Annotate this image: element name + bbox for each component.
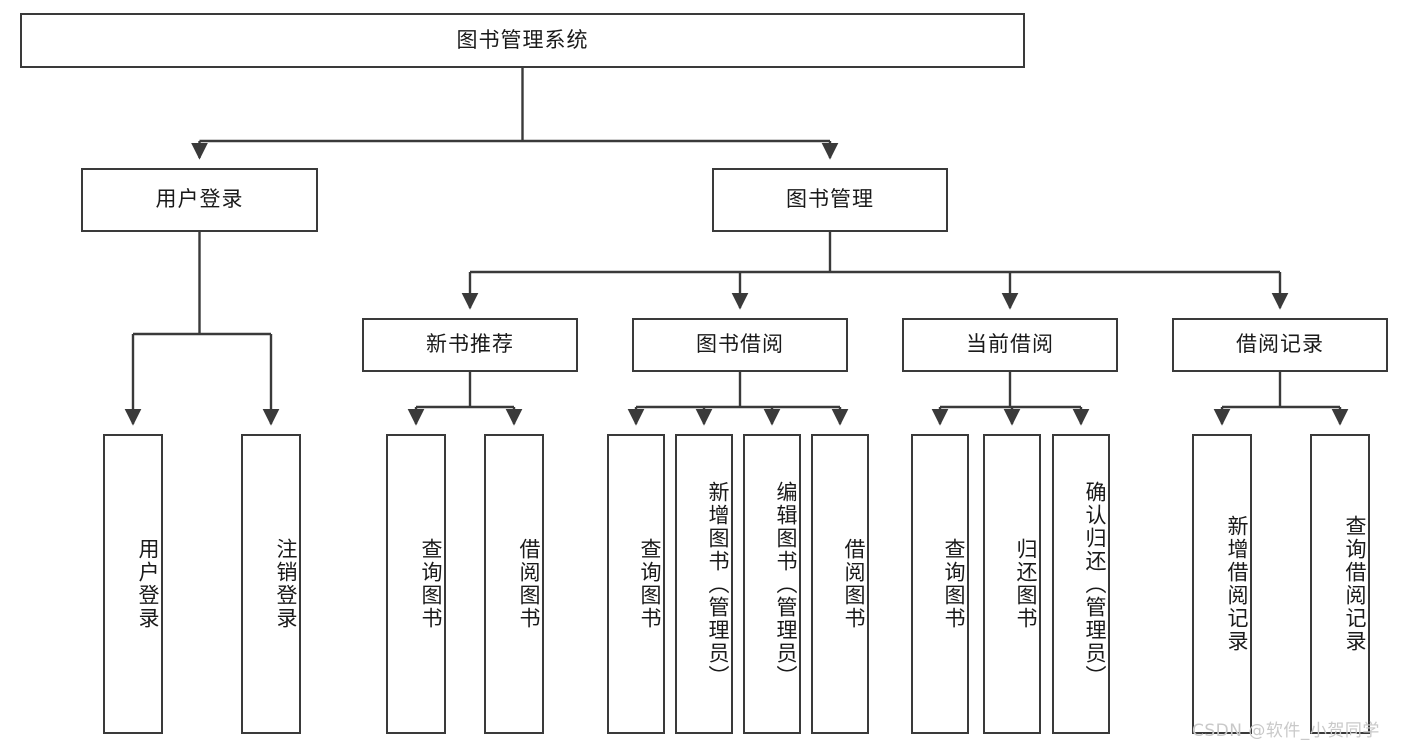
node-book-borrow[interactable]: 图书借阅 [632, 318, 848, 372]
node-current-borrow[interactable]: 当前借阅 [902, 318, 1118, 372]
node-leaf-label: 注销登录 [274, 538, 298, 630]
node-leaf-borrow-book-bw[interactable]: 借阅图书 [811, 434, 869, 734]
node-user-login[interactable]: 用户登录 [81, 168, 318, 232]
node-leaf-label: 借阅图书 [517, 538, 541, 630]
node-leaf-label: 查询图书 [638, 538, 662, 630]
node-leaf-label: 编辑图书（管理员） [774, 480, 798, 688]
node-leaf-label: 查询借阅记录 [1343, 515, 1367, 653]
node-new-book-recommend-label: 新书推荐 [426, 332, 514, 357]
node-leaf-query-book-bw[interactable]: 查询图书 [607, 434, 665, 734]
node-leaf-user-login[interactable]: 用户登录 [103, 434, 163, 734]
node-leaf-confirm-return-admin[interactable]: 确认归还（管理员） [1052, 434, 1110, 734]
node-leaf-label: 查询图书 [942, 538, 966, 630]
node-leaf-label: 新增图书（管理员） [706, 480, 730, 688]
node-new-book-recommend[interactable]: 新书推荐 [362, 318, 578, 372]
node-leaf-query-book-cb[interactable]: 查询图书 [911, 434, 969, 734]
node-leaf-label: 查询图书 [419, 538, 443, 630]
csdn-watermark: CSDN @软件_小贺同学 [1192, 721, 1380, 741]
node-leaf-edit-book-admin[interactable]: 编辑图书（管理员） [743, 434, 801, 734]
node-user-login-label: 用户登录 [155, 187, 244, 212]
node-book-management[interactable]: 图书管理 [712, 168, 948, 232]
node-leaf-query-book-nb[interactable]: 查询图书 [386, 434, 446, 734]
node-root-system[interactable]: 图书管理系统 [20, 13, 1025, 68]
node-leaf-borrow-book-nb[interactable]: 借阅图书 [484, 434, 544, 734]
node-borrow-record-label: 借阅记录 [1236, 332, 1324, 357]
node-leaf-label: 确认归还（管理员） [1083, 480, 1107, 688]
node-leaf-label: 借阅图书 [842, 538, 866, 630]
node-borrow-record[interactable]: 借阅记录 [1172, 318, 1388, 372]
node-leaf-query-borrow-record[interactable]: 查询借阅记录 [1310, 434, 1370, 734]
node-root-label: 图书管理系统 [456, 27, 589, 52]
node-leaf-add-book-admin[interactable]: 新增图书（管理员） [675, 434, 733, 734]
node-book-borrow-label: 图书借阅 [696, 332, 784, 357]
node-leaf-logout[interactable]: 注销登录 [241, 434, 301, 734]
node-leaf-return-book[interactable]: 归还图书 [983, 434, 1041, 734]
node-leaf-label: 新增借阅记录 [1225, 515, 1249, 653]
node-leaf-add-borrow-record[interactable]: 新增借阅记录 [1192, 434, 1252, 734]
node-leaf-label: 归还图书 [1014, 538, 1038, 630]
node-book-management-label: 图书管理 [786, 187, 874, 212]
node-leaf-label: 用户登录 [136, 538, 160, 630]
node-current-borrow-label: 当前借阅 [966, 332, 1054, 357]
